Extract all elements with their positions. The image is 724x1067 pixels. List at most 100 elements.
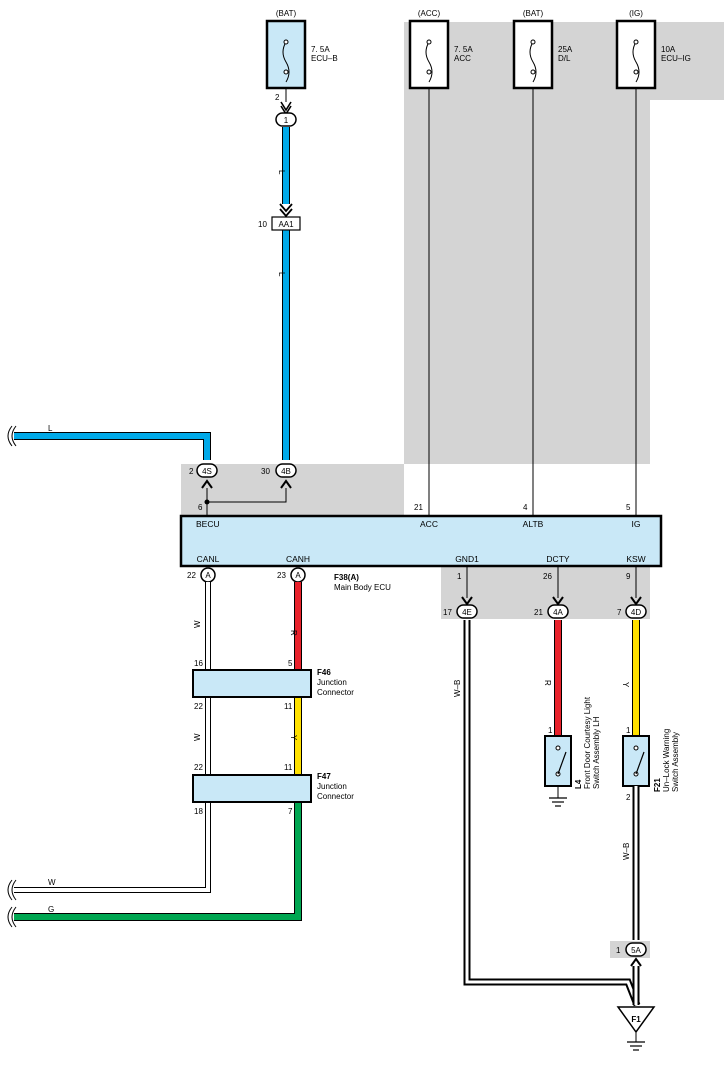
- fuse-acc-source: (ACC): [418, 9, 441, 18]
- f47-line2: Connector: [317, 792, 354, 801]
- f46-pin-bl: 22: [194, 702, 203, 711]
- l4-pin-top: 1: [548, 726, 553, 735]
- fuse-ecu-ig-amp: 10A: [661, 45, 676, 54]
- ecu-label-canl: CANL: [197, 554, 220, 564]
- connector-a-canh: A: [290, 567, 306, 583]
- fuse-dl-name: D/L: [558, 54, 571, 63]
- wire-label-y-a: Y: [289, 735, 298, 741]
- ecu-pin-altb: 4: [523, 503, 528, 512]
- f47-pin-tr: 11: [284, 763, 293, 772]
- junction-connector-f46: [192, 669, 312, 698]
- fuse-dl: [512, 19, 554, 90]
- connector-a-canl-pin: 22: [187, 571, 196, 580]
- fuse-ecu-ig-source: (IG): [629, 9, 643, 18]
- fuse-dl-source: (BAT): [523, 9, 544, 18]
- ecu-label-gnd1: GND1: [455, 554, 479, 564]
- f21-pin-top: 1: [626, 726, 631, 735]
- wire-label-g-left: G: [48, 905, 54, 914]
- wire-label-l-a: L: [277, 170, 286, 175]
- fuse-ecu-b-source: (BAT): [276, 9, 297, 18]
- connector-4d-code: 4D: [631, 608, 641, 617]
- ecu-id: F38(A): [334, 573, 359, 582]
- f46-pin-tr: 5: [288, 659, 293, 668]
- ecu-pin-gnd1: 1: [457, 572, 462, 581]
- shaded-region-top: [181, 22, 724, 516]
- ecu-pin-dcty: 26: [543, 572, 552, 581]
- wire-white-w: [14, 582, 211, 893]
- main-body-ecu: [179, 514, 663, 568]
- ecu-pin-ig: 5: [626, 503, 631, 512]
- ecu-label-becu: BECU: [196, 519, 220, 529]
- l4-line2: Switch Assembly LH: [592, 716, 601, 789]
- connector-4s-code: 4S: [202, 467, 212, 476]
- connector-4b: 4B: [275, 463, 297, 478]
- connector-aa1-pin: 10: [258, 220, 267, 229]
- connector-aa1-code: AA1: [278, 220, 294, 229]
- wire-label-r-a: R: [289, 630, 298, 636]
- connector-4d-arrow: [630, 596, 642, 606]
- f21-line1: Un–Lock Warning: [662, 729, 671, 792]
- splice-dot: [204, 499, 210, 505]
- f47-pin-bl: 18: [194, 807, 203, 816]
- connector-1-pin: 2: [275, 93, 280, 102]
- fuse-ecu-b-name: ECU–B: [311, 54, 338, 63]
- l4-line1: Front Door Courtesy Light: [583, 696, 592, 789]
- fuse-acc-amp: 7. 5A: [454, 45, 473, 54]
- fuse-acc: [408, 19, 450, 90]
- connector-4a: 4A: [547, 604, 569, 619]
- ecu-pin-ksw: 9: [626, 572, 631, 581]
- connector-4s: 4S: [196, 463, 218, 478]
- connector-5a-arrow: [630, 957, 642, 967]
- connector-5a: 5A: [625, 942, 647, 957]
- connector-4e-code: 4E: [462, 608, 472, 617]
- connector-aa1: AA1: [271, 216, 301, 231]
- wire-label-w-b: W: [193, 733, 202, 741]
- f47-id: F47: [317, 772, 331, 781]
- connector-4a-code: 4A: [553, 608, 563, 617]
- connector-4e: 4E: [456, 604, 478, 619]
- junction-connector-f47: [192, 774, 312, 803]
- connector-4b-pin: 30: [261, 467, 270, 476]
- f21-line2: Switch Assembly: [671, 732, 680, 792]
- fuse-ecu-ig: [615, 19, 657, 90]
- connector-4d-pin: 7: [617, 608, 622, 617]
- f46-id: F46: [317, 668, 331, 677]
- connector-a-canl: A: [200, 567, 216, 583]
- ecu-label-canh: CANH: [286, 554, 310, 564]
- f46-pin-tl: 16: [194, 659, 203, 668]
- connector-5a-pin: 1: [616, 946, 621, 955]
- ecu-label-ig: IG: [632, 519, 641, 529]
- connector-4a-arrow: [552, 596, 564, 606]
- ground-icon-l4: [549, 786, 567, 807]
- connector-4s-arrow: [201, 479, 213, 489]
- wire-label-r-b: R: [543, 680, 552, 686]
- f47-pin-br: 7: [288, 807, 293, 816]
- connector-4d: 4D: [625, 604, 647, 619]
- wire-blue-l-left: [14, 432, 211, 460]
- l4-id: L4: [574, 779, 583, 789]
- fuse-ecu-b: [265, 19, 307, 90]
- connector-1-code: 1: [284, 116, 289, 125]
- f47-pin-tl: 22: [194, 763, 203, 772]
- ecu-pin-becu: 6: [198, 503, 203, 512]
- wire-label-l-b: L: [277, 272, 286, 277]
- connector-arrow: [280, 101, 292, 116]
- connector-4e-pin: 17: [443, 608, 452, 617]
- ecu-label-acc: ACC: [420, 519, 438, 529]
- ecu-name: Main Body ECU: [334, 583, 391, 592]
- f47-line1: Junction: [317, 782, 347, 791]
- wire-label-w-left: W: [48, 878, 56, 887]
- f21-pin-bottom: 2: [626, 793, 631, 802]
- ground-f1-icon: [616, 1006, 656, 1051]
- fuse-acc-name: ACC: [454, 54, 471, 63]
- connector-4e-arrow: [461, 596, 473, 606]
- wire-label-w-a: W: [193, 620, 202, 628]
- connector-a-canh-code: A: [295, 571, 301, 580]
- fuse-ecu-ig-name: ECU–IG: [661, 54, 691, 63]
- switch-f21: [622, 735, 650, 787]
- connector-5a-code: 5A: [631, 946, 641, 955]
- f21-id: F21: [653, 778, 662, 792]
- ecu-label-dcty: DCTY: [546, 554, 569, 564]
- connector-4a-pin: 21: [534, 608, 543, 617]
- connector-1: 1: [275, 112, 297, 127]
